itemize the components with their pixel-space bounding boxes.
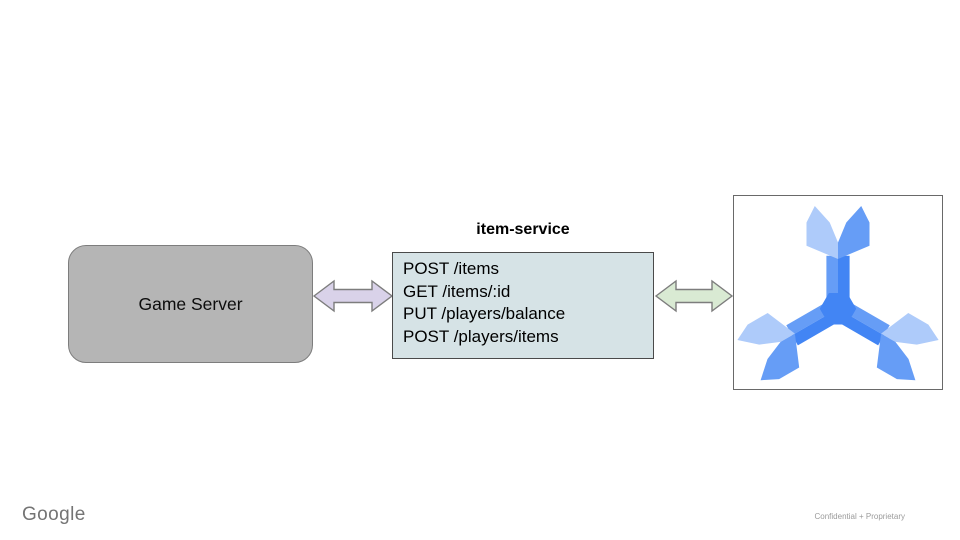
game-server-node: Game Server xyxy=(68,245,313,363)
item-service-title: item-service xyxy=(476,221,570,238)
spanner-node xyxy=(733,195,943,390)
item-service-node: POST /items GET /items/:id PUT /players/… xyxy=(392,252,654,359)
left-bidirectional-arrow-icon xyxy=(313,279,393,313)
right-bidirectional-arrow-icon xyxy=(655,279,733,313)
cloud-spanner-icon xyxy=(737,205,939,381)
google-logo: Google xyxy=(22,504,86,525)
double-arrow-shape xyxy=(655,279,733,313)
endpoint-line: PUT /players/balance xyxy=(403,304,566,323)
confidential-note: Confidential + Proprietary xyxy=(814,512,906,521)
endpoint-line: POST /players/items xyxy=(403,326,559,346)
endpoint-line: GET /items/:id xyxy=(403,281,511,301)
double-arrow-shape xyxy=(313,279,393,313)
endpoint-line: POST /items xyxy=(403,259,500,278)
spanner-hub xyxy=(819,293,857,325)
game-server-label: Game Server xyxy=(138,293,243,314)
